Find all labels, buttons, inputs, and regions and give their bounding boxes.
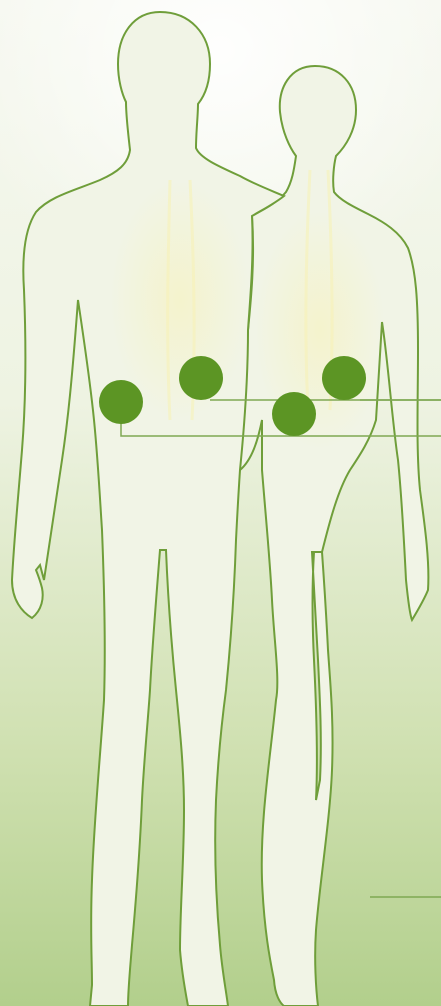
point-marker-icon[interactable]	[99, 380, 143, 424]
point-marker-icon[interactable]	[179, 356, 223, 400]
point-marker-icon[interactable]	[272, 392, 316, 436]
point-marker-icon[interactable]	[322, 356, 366, 400]
